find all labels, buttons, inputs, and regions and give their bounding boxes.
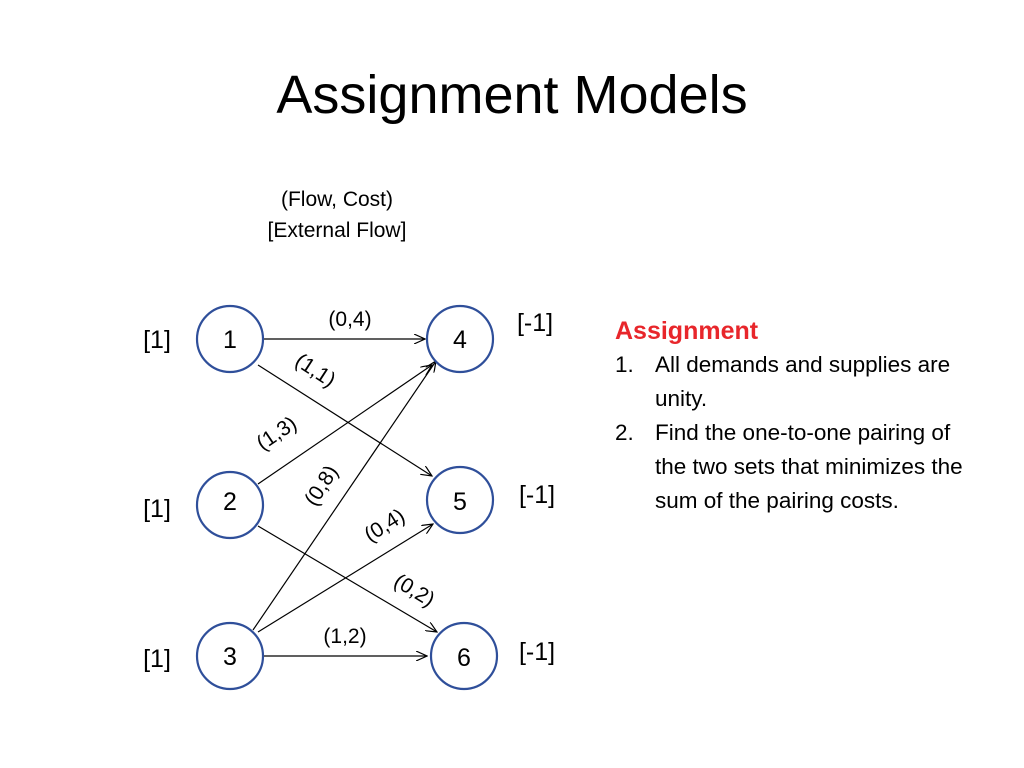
external-flow-6: [-1] <box>519 638 555 666</box>
slide-title: Assignment Models <box>276 65 748 125</box>
node-3: 3 <box>195 621 265 691</box>
node-label-1: 1 <box>223 326 237 354</box>
list-item: 1. All demands and supplies are unity. <box>615 348 975 416</box>
node-label-6: 6 <box>457 644 471 672</box>
list-item-text: All demands and supplies are unity. <box>655 352 951 411</box>
node-label-2: 2 <box>223 488 237 516</box>
external-flow-2: [1] <box>143 495 171 523</box>
list-item-text: Find the one-to-one pairing of the two s… <box>655 420 963 513</box>
node-2: 2 <box>195 470 265 540</box>
legend-flow-cost: (Flow, Cost) <box>280 188 393 211</box>
node-5: 5 <box>425 465 495 535</box>
edge-3-4 <box>252 361 436 631</box>
edge-label-1-5: (1,1) <box>291 349 340 392</box>
list-item: 2. Find the one-to-one pairing of the tw… <box>615 416 975 518</box>
edge-label-3-4: (0,8) <box>300 461 343 510</box>
external-flow-1: [1] <box>143 326 171 354</box>
node-4: 4 <box>425 304 495 374</box>
edge-label-1-4: (0,4) <box>328 308 371 331</box>
edge-1-5 <box>257 364 432 476</box>
external-flow-5: [-1] <box>519 481 555 509</box>
node-label-4: 4 <box>453 326 467 354</box>
panel-heading: Assignment <box>615 317 759 345</box>
node-label-5: 5 <box>453 488 467 516</box>
external-flow-3: [1] <box>143 645 171 673</box>
node-6: 6 <box>429 621 499 691</box>
node-1: 1 <box>195 304 265 374</box>
node-label-3: 3 <box>223 643 237 671</box>
edge-label-2-4: (1,3) <box>252 412 301 455</box>
edge-label-3-5: (0,4) <box>360 504 409 546</box>
external-flow-4: [-1] <box>517 309 553 337</box>
panel-list: 1. All demands and supplies are unity. 2… <box>615 348 975 518</box>
legend: (Flow, Cost) [External Flow] <box>237 184 437 246</box>
edge-2-6 <box>257 525 437 632</box>
assignment-panel: Assignment 1. All demands and supplies a… <box>615 314 975 518</box>
list-item-number: 1. <box>615 352 634 377</box>
list-item-number: 2. <box>615 420 634 445</box>
edge-3-5 <box>257 524 433 633</box>
legend-external-flow: [External Flow] <box>267 219 407 242</box>
edge-label-2-6: (0,2) <box>390 570 439 612</box>
edge-label-3-6: (1,2) <box>323 625 366 648</box>
edge-2-4 <box>257 365 432 485</box>
